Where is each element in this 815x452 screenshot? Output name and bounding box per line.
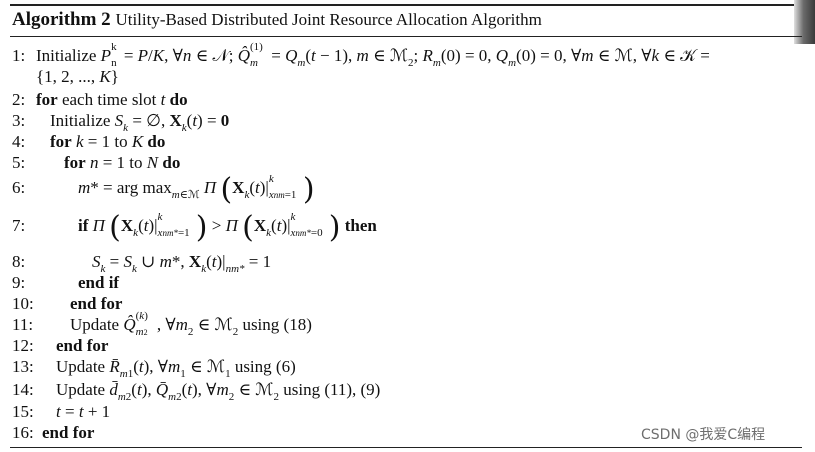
line-code: for n = 1 to N do — [64, 153, 181, 172]
line-number: 7: — [12, 216, 26, 235]
line-number: 10: — [12, 294, 34, 313]
line-code: Update R̄m1(t), ∀m1 ∈ ℳ1 using (6) — [56, 357, 296, 380]
line-number: 11: — [12, 315, 34, 334]
line-number: 13: — [12, 357, 34, 376]
line-number: 14: — [12, 380, 34, 399]
line-code: Update d̄m2(t), Q̄m2(t), ∀m2 ∈ ℳ2 using … — [56, 380, 381, 403]
line-number: 4: — [12, 132, 26, 151]
line-code: end for — [70, 294, 123, 313]
line-code: end for — [56, 336, 109, 355]
line-number: 6: — [12, 178, 26, 197]
line-code-continued: {1, 2, ..., K} — [36, 67, 119, 86]
line-number: 2: — [12, 90, 26, 109]
line-number: 8: — [12, 252, 26, 271]
line-number: 16: — [12, 423, 34, 442]
line-number: 3: — [12, 111, 26, 130]
line-number: 9: — [12, 273, 26, 292]
line-code: for each time slot t do — [36, 90, 188, 109]
corner-shadow — [794, 0, 815, 44]
csdn-watermark: CSDN @我爱C编程 — [641, 427, 766, 443]
line-code: t = t + 1 — [56, 402, 111, 421]
caption-rule — [10, 36, 802, 37]
line-code: Update Q̂(k)m2 , ∀m2 ∈ ℳ2 using (18) — [70, 310, 312, 339]
line-code: end if — [78, 273, 120, 292]
line-number: 12: — [12, 336, 34, 355]
bottom-rule — [10, 447, 802, 448]
algorithm-caption: Algorithm 2 Utility-Based Distributed Jo… — [12, 9, 542, 31]
algorithm-label: Algorithm 2 — [12, 9, 111, 30]
top-rule — [10, 4, 802, 6]
line-code: end for — [42, 423, 95, 442]
line-number: 5: — [12, 153, 26, 172]
line-code: for k = 1 to K do — [50, 132, 166, 151]
line-code: Sk = Sk ∪ m*, Xk(t)|nm* = 1 — [92, 252, 272, 275]
algorithm-title: Utility-Based Distributed Joint Resource… — [115, 10, 542, 29]
line-number: 1: — [12, 46, 26, 65]
line-code: Initialize Sk = ∅, Xk(t) = 0 — [50, 111, 230, 134]
line-number: 15: — [12, 402, 34, 421]
